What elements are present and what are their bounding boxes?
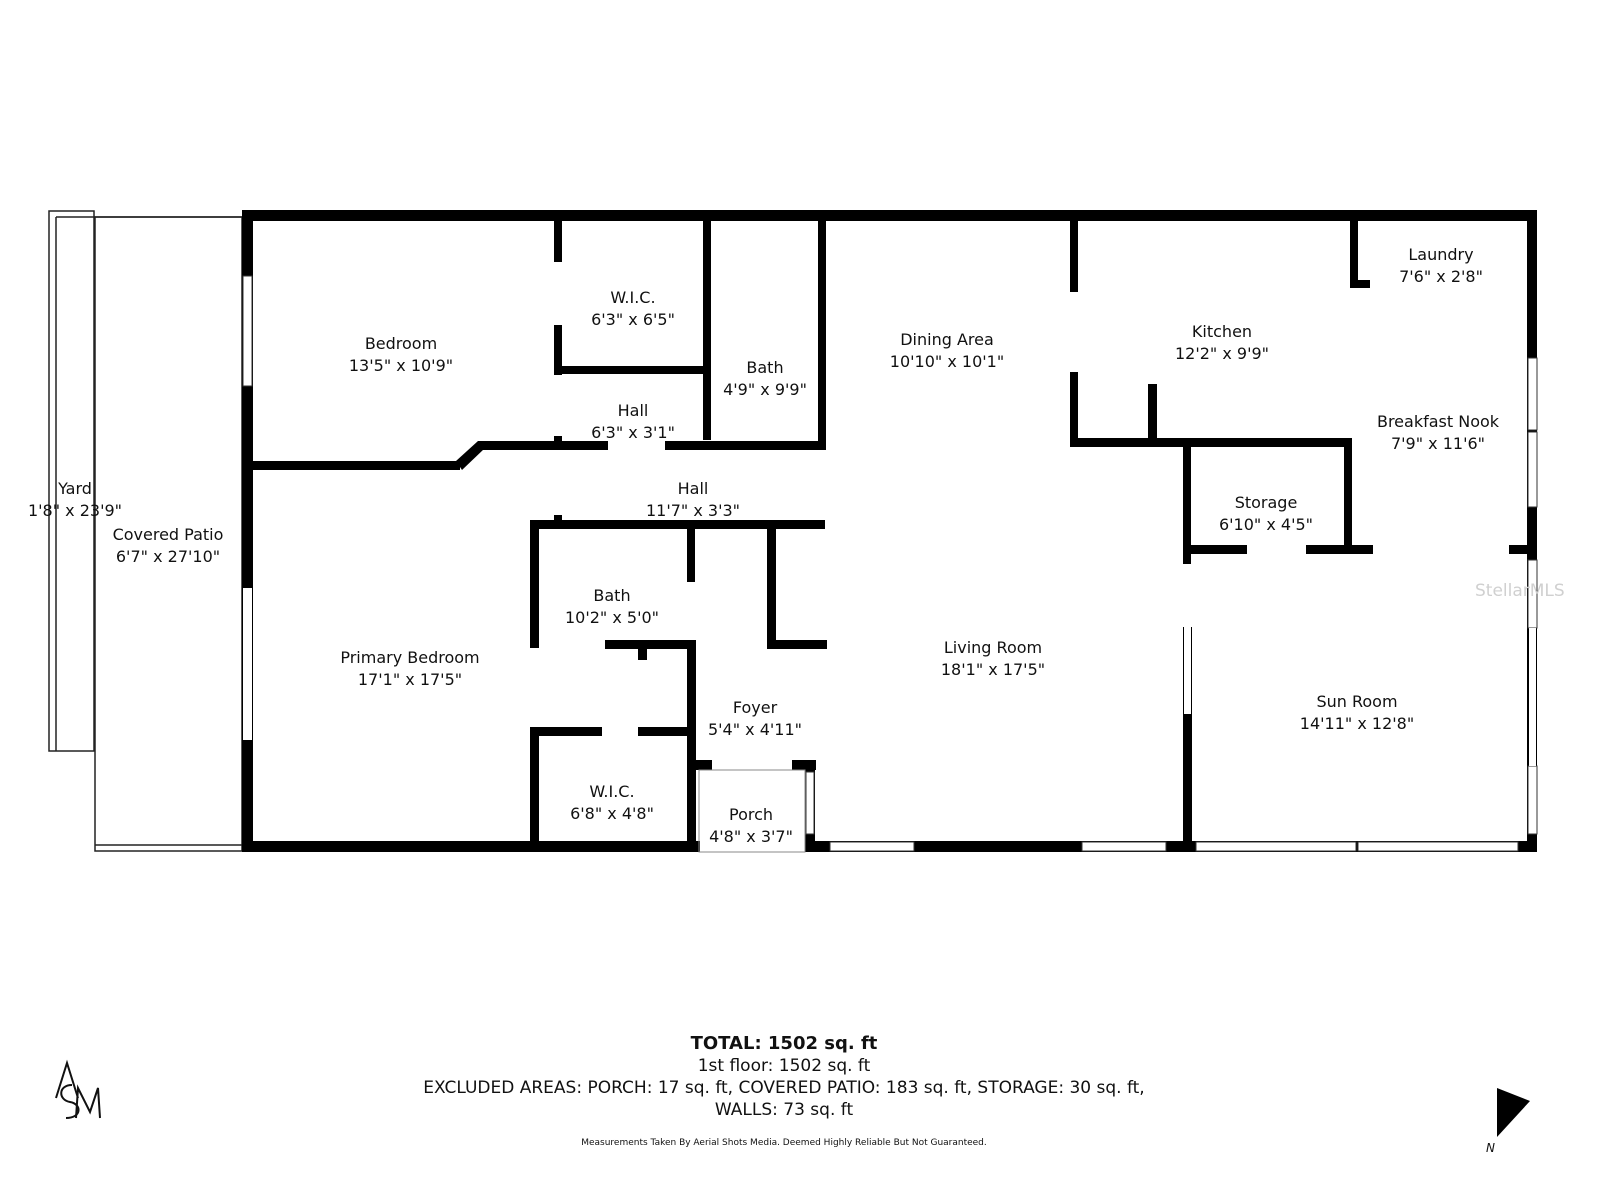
svg-text:17'1" x 17'5": 17'1" x 17'5"	[358, 670, 462, 689]
room-label-foyer: Foyer 5'4" x 4'11"	[708, 698, 802, 739]
room-labels: Yard 1'8" x 23'9" Covered Patio 6'7" x 27'…	[28, 245, 1500, 846]
svg-text:13'5" x 10'9": 13'5" x 10'9"	[349, 356, 453, 375]
window	[829, 841, 915, 852]
svg-text:5'4" x 4'11": 5'4" x 4'11"	[708, 720, 802, 739]
svg-text:14'11" x 12'8": 14'11" x 12'8"	[1300, 714, 1414, 733]
window	[1081, 841, 1167, 852]
svg-text:1'8" x 23'9": 1'8" x 23'9"	[28, 501, 122, 520]
disclaimer: Measurements Taken By Aerial Shots Media…	[581, 1138, 987, 1148]
north-arrow-icon: N	[1486, 1088, 1530, 1155]
svg-text:Hall: Hall	[618, 401, 649, 420]
room-label-yard: Yard 1'8" x 23'9"	[28, 479, 122, 520]
svg-text:4'9" x 9'9": 4'9" x 9'9"	[723, 380, 807, 399]
room-label-porch: Porch 4'8" x 3'7"	[709, 805, 793, 846]
svg-text:W.I.C.: W.I.C.	[610, 288, 655, 307]
asm-logo	[55, 1059, 101, 1119]
svg-text:6'7" x 27'10": 6'7" x 27'10"	[116, 547, 220, 566]
room-label-wic: W.I.C. 6'3" x 6'5"	[591, 288, 675, 329]
total-area: TOTAL: 1502 sq. ft	[690, 1033, 878, 1054]
svg-text:6'3" x 6'5": 6'3" x 6'5"	[591, 310, 675, 329]
room-label-primary-bedroom: Primary Bedroom 17'1" x 17'5"	[340, 648, 479, 689]
svg-text:Kitchen: Kitchen	[1192, 322, 1252, 341]
room-label-sun-room: Sun Room 14'11" x 12'8"	[1300, 692, 1414, 733]
room-label-living-room: Living Room 18'1" x 17'5"	[941, 638, 1045, 679]
svg-text:6'10" x 4'5": 6'10" x 4'5"	[1219, 515, 1313, 534]
window	[1527, 357, 1538, 431]
window	[1357, 841, 1519, 852]
svg-text:Bath: Bath	[746, 358, 783, 377]
svg-text:Breakfast Nook: Breakfast Nook	[1377, 412, 1500, 431]
window	[1195, 841, 1357, 852]
svg-text:W.I.C.: W.I.C.	[589, 782, 634, 801]
svg-text:10'2" x 5'0": 10'2" x 5'0"	[565, 608, 659, 627]
windows	[242, 275, 1538, 852]
svg-text:7'6" x 2'8": 7'6" x 2'8"	[1399, 267, 1483, 286]
room-label-laundry: Laundry 7'6" x 2'8"	[1399, 245, 1483, 286]
walls-area: WALLS: 73 sq. ft	[714, 1100, 854, 1120]
openings	[243, 564, 1536, 766]
yard-outline	[48, 210, 95, 752]
watermark: StellarMLS	[1475, 581, 1565, 601]
walls	[242, 210, 1537, 852]
window	[805, 771, 815, 835]
svg-text:N: N	[1486, 1141, 1495, 1155]
svg-text:Yard: Yard	[57, 479, 92, 498]
svg-text:Storage: Storage	[1235, 493, 1298, 512]
svg-text:4'8" x 3'7": 4'8" x 3'7"	[709, 827, 793, 846]
room-label-hall: Hall 6'3" x 3'1"	[591, 401, 675, 442]
svg-text:Living Room: Living Room	[944, 638, 1042, 657]
svg-text:10'10" x 10'1": 10'10" x 10'1"	[890, 352, 1004, 371]
svg-text:Laundry: Laundry	[1408, 245, 1473, 264]
room-label-bath-2: Bath 10'2" x 5'0"	[565, 586, 659, 627]
room-label-bedroom: Bedroom 13'5" x 10'9"	[349, 334, 453, 375]
room-label-dining-area: Dining Area 10'10" x 10'1"	[890, 330, 1004, 371]
svg-text:Sun Room: Sun Room	[1316, 692, 1397, 711]
room-label-bath: Bath 4'9" x 9'9"	[723, 358, 807, 399]
room-label-covered-patio: Covered Patio 6'7" x 27'10"	[113, 525, 224, 566]
svg-text:12'2" x 9'9": 12'2" x 9'9"	[1175, 344, 1269, 363]
svg-text:Hall: Hall	[678, 479, 709, 498]
svg-text:18'1" x 17'5": 18'1" x 17'5"	[941, 660, 1045, 679]
svg-text:Porch: Porch	[729, 805, 773, 824]
svg-text:Foyer: Foyer	[733, 698, 778, 717]
svg-text:11'7" x 3'3": 11'7" x 3'3"	[646, 501, 740, 520]
excluded-areas: EXCLUDED AREAS: PORCH: 17 sq. ft, COVERE…	[423, 1078, 1145, 1098]
svg-text:6'8" x 4'8": 6'8" x 4'8"	[570, 804, 654, 823]
room-label-hall-2: Hall 11'7" x 3'3"	[646, 479, 740, 520]
window	[1527, 765, 1538, 835]
svg-text:Primary Bedroom: Primary Bedroom	[340, 648, 479, 667]
svg-text:Bath: Bath	[593, 586, 630, 605]
svg-text:Bedroom: Bedroom	[365, 334, 437, 353]
svg-text:6'3" x 3'1": 6'3" x 3'1"	[591, 423, 675, 442]
svg-text:7'9" x 11'6": 7'9" x 11'6"	[1391, 434, 1485, 453]
floor-area: 1st floor: 1502 sq. ft	[697, 1056, 871, 1076]
room-label-kitchen: Kitchen 12'2" x 9'9"	[1175, 322, 1269, 363]
window	[1527, 431, 1538, 508]
window	[242, 275, 253, 387]
porch-outline	[698, 769, 806, 853]
svg-text:Covered Patio: Covered Patio	[113, 525, 224, 544]
room-label-breakfast-nook: Breakfast Nook 7'9" x 11'6"	[1377, 412, 1500, 453]
svg-text:Dining Area: Dining Area	[900, 330, 994, 349]
room-label-storage: Storage 6'10" x 4'5"	[1219, 493, 1313, 534]
room-label-wic-2: W.I.C. 6'8" x 4'8"	[570, 782, 654, 823]
